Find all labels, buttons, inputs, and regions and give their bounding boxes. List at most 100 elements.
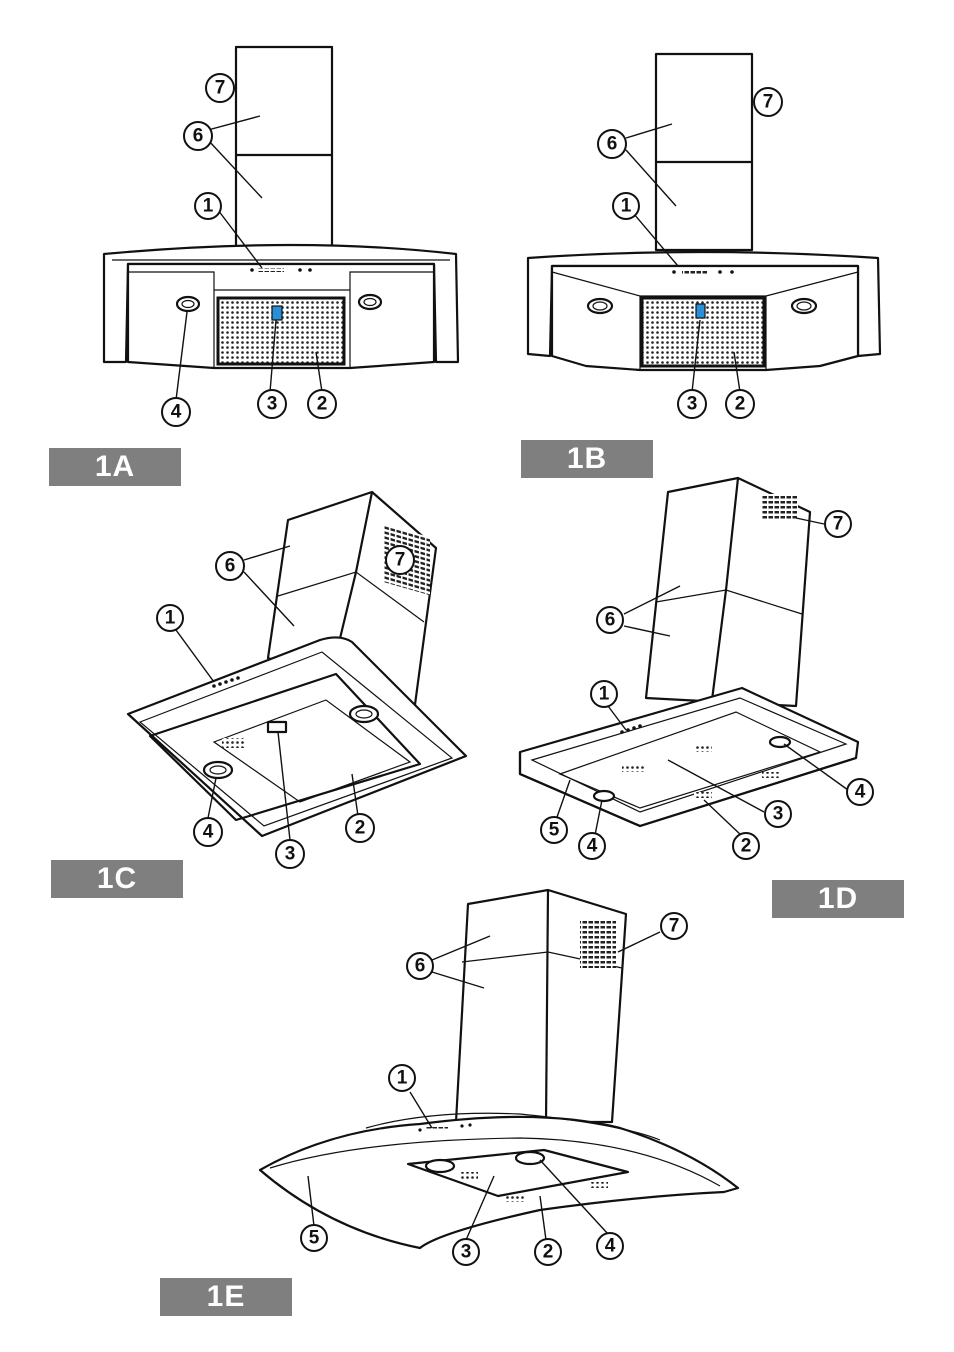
light-1e-left	[424, 1158, 456, 1174]
svg-text:1: 1	[203, 196, 214, 217]
callout-1e-1: 1	[388, 1064, 416, 1092]
figure-label-1b: 1B	[521, 440, 653, 478]
svg-text:6: 6	[225, 556, 236, 577]
grease-filter-1e-b	[504, 1196, 526, 1202]
svg-text:7: 7	[395, 550, 406, 571]
light-1a-left	[175, 295, 201, 313]
callout-1b-7: 7	[753, 87, 783, 117]
underside-panel-1e	[406, 1148, 630, 1198]
hood-1b	[526, 52, 882, 393]
callout-1d-2: 2	[732, 832, 760, 860]
chimney-upper-1a	[234, 45, 334, 249]
callout-1a-4: 4	[161, 397, 191, 427]
svg-text:7: 7	[763, 92, 774, 113]
control-panel-1b	[672, 270, 734, 274]
svg-text:6: 6	[607, 134, 618, 155]
callout-1e-2: 2	[534, 1238, 562, 1266]
callout-1a-7: 7	[205, 73, 235, 103]
figure-label-1d: 1D	[772, 880, 904, 918]
figure-label-1c: 1C	[51, 860, 183, 898]
svg-text:1: 1	[599, 684, 610, 705]
svg-text:4: 4	[587, 836, 598, 857]
callout-1e-4: 4	[596, 1232, 624, 1260]
control-panel-1c	[212, 676, 240, 688]
control-panel-1a	[250, 268, 312, 272]
svg-text:7: 7	[833, 514, 844, 535]
svg-text:2: 2	[355, 818, 366, 839]
filter-handle-1a	[271, 305, 283, 321]
svg-text:1: 1	[621, 196, 632, 217]
hood-1c	[126, 490, 468, 841]
vent-grille-1d	[762, 494, 798, 520]
control-panel-1e	[418, 1123, 472, 1132]
svg-text:1: 1	[165, 608, 176, 629]
grease-filter-1d-d	[694, 792, 712, 798]
grease-filter-1d-b	[696, 746, 712, 752]
callout-1c-6: 6	[215, 551, 245, 581]
callout-1d-3: 3	[764, 800, 792, 828]
callout-1c-4: 4	[193, 817, 223, 847]
callout-1d-1: 1	[590, 680, 618, 708]
callout-1c-2: 2	[345, 813, 375, 843]
svg-text:3: 3	[461, 1242, 472, 1263]
callout-1d-4a: 4	[846, 778, 874, 806]
callout-1a-6: 6	[183, 121, 213, 151]
callout-1e-7: 7	[660, 912, 688, 940]
svg-text:2: 2	[543, 1242, 554, 1263]
svg-text:7: 7	[215, 78, 226, 99]
light-1c-front	[202, 760, 234, 780]
control-panel-1d	[620, 724, 642, 734]
svg-text:2: 2	[317, 394, 328, 415]
canopy-1c	[126, 636, 468, 838]
svg-text:5: 5	[309, 1228, 320, 1249]
filter-handle-1b	[695, 303, 706, 319]
figure-label-1e: 1E	[160, 1278, 292, 1316]
callout-1b-3: 3	[677, 389, 707, 419]
light-1d-front	[592, 789, 616, 803]
svg-text:3: 3	[773, 804, 784, 825]
grease-filter-1e-c	[590, 1182, 608, 1188]
vent-grille-1e	[580, 920, 616, 968]
callout-1e-6: 6	[406, 952, 434, 980]
callout-1e-5: 5	[300, 1224, 328, 1252]
light-1e-right	[514, 1150, 546, 1166]
hood-1d	[518, 476, 860, 841]
callout-1c-3: 3	[275, 839, 305, 869]
callout-1d-4b: 4	[578, 832, 606, 860]
light-1b-right	[790, 297, 818, 315]
figure-label-1a: 1A	[49, 448, 181, 486]
grease-filter-1e-a	[460, 1172, 478, 1180]
filter-handle-1c	[266, 720, 288, 734]
svg-text:6: 6	[415, 956, 426, 977]
svg-text:6: 6	[605, 610, 616, 631]
callout-1d-5: 5	[540, 816, 568, 844]
svg-text:6: 6	[193, 126, 204, 147]
svg-text:7: 7	[669, 916, 680, 937]
hood-1e	[258, 888, 740, 1250]
callout-1a-3: 3	[257, 389, 287, 419]
light-1a-right	[357, 293, 383, 311]
callout-1a-2: 2	[307, 389, 337, 419]
light-1c-back	[348, 704, 380, 724]
chimney-1b	[654, 52, 754, 252]
callout-1d-6: 6	[596, 606, 624, 634]
callout-1c-1: 1	[156, 604, 184, 632]
callout-1e-3: 3	[452, 1238, 480, 1266]
svg-text:3: 3	[285, 844, 296, 865]
svg-text:5: 5	[549, 820, 560, 841]
hood-1a	[102, 45, 460, 401]
callout-1b-2: 2	[725, 389, 755, 419]
svg-text:4: 4	[855, 782, 866, 803]
callout-1b-1: 1	[612, 192, 640, 220]
callout-1b-6: 6	[597, 129, 627, 159]
callout-1c-7: 7	[385, 545, 415, 575]
svg-text:4: 4	[605, 1236, 616, 1257]
callout-1d-7: 7	[824, 510, 852, 538]
grease-filter-1d-c	[762, 772, 780, 778]
svg-text:3: 3	[267, 394, 278, 415]
callout-1a-1: 1	[194, 192, 222, 220]
grease-filter-1d-a	[622, 766, 644, 772]
svg-text:3: 3	[687, 394, 698, 415]
chimney-1d	[644, 476, 812, 708]
